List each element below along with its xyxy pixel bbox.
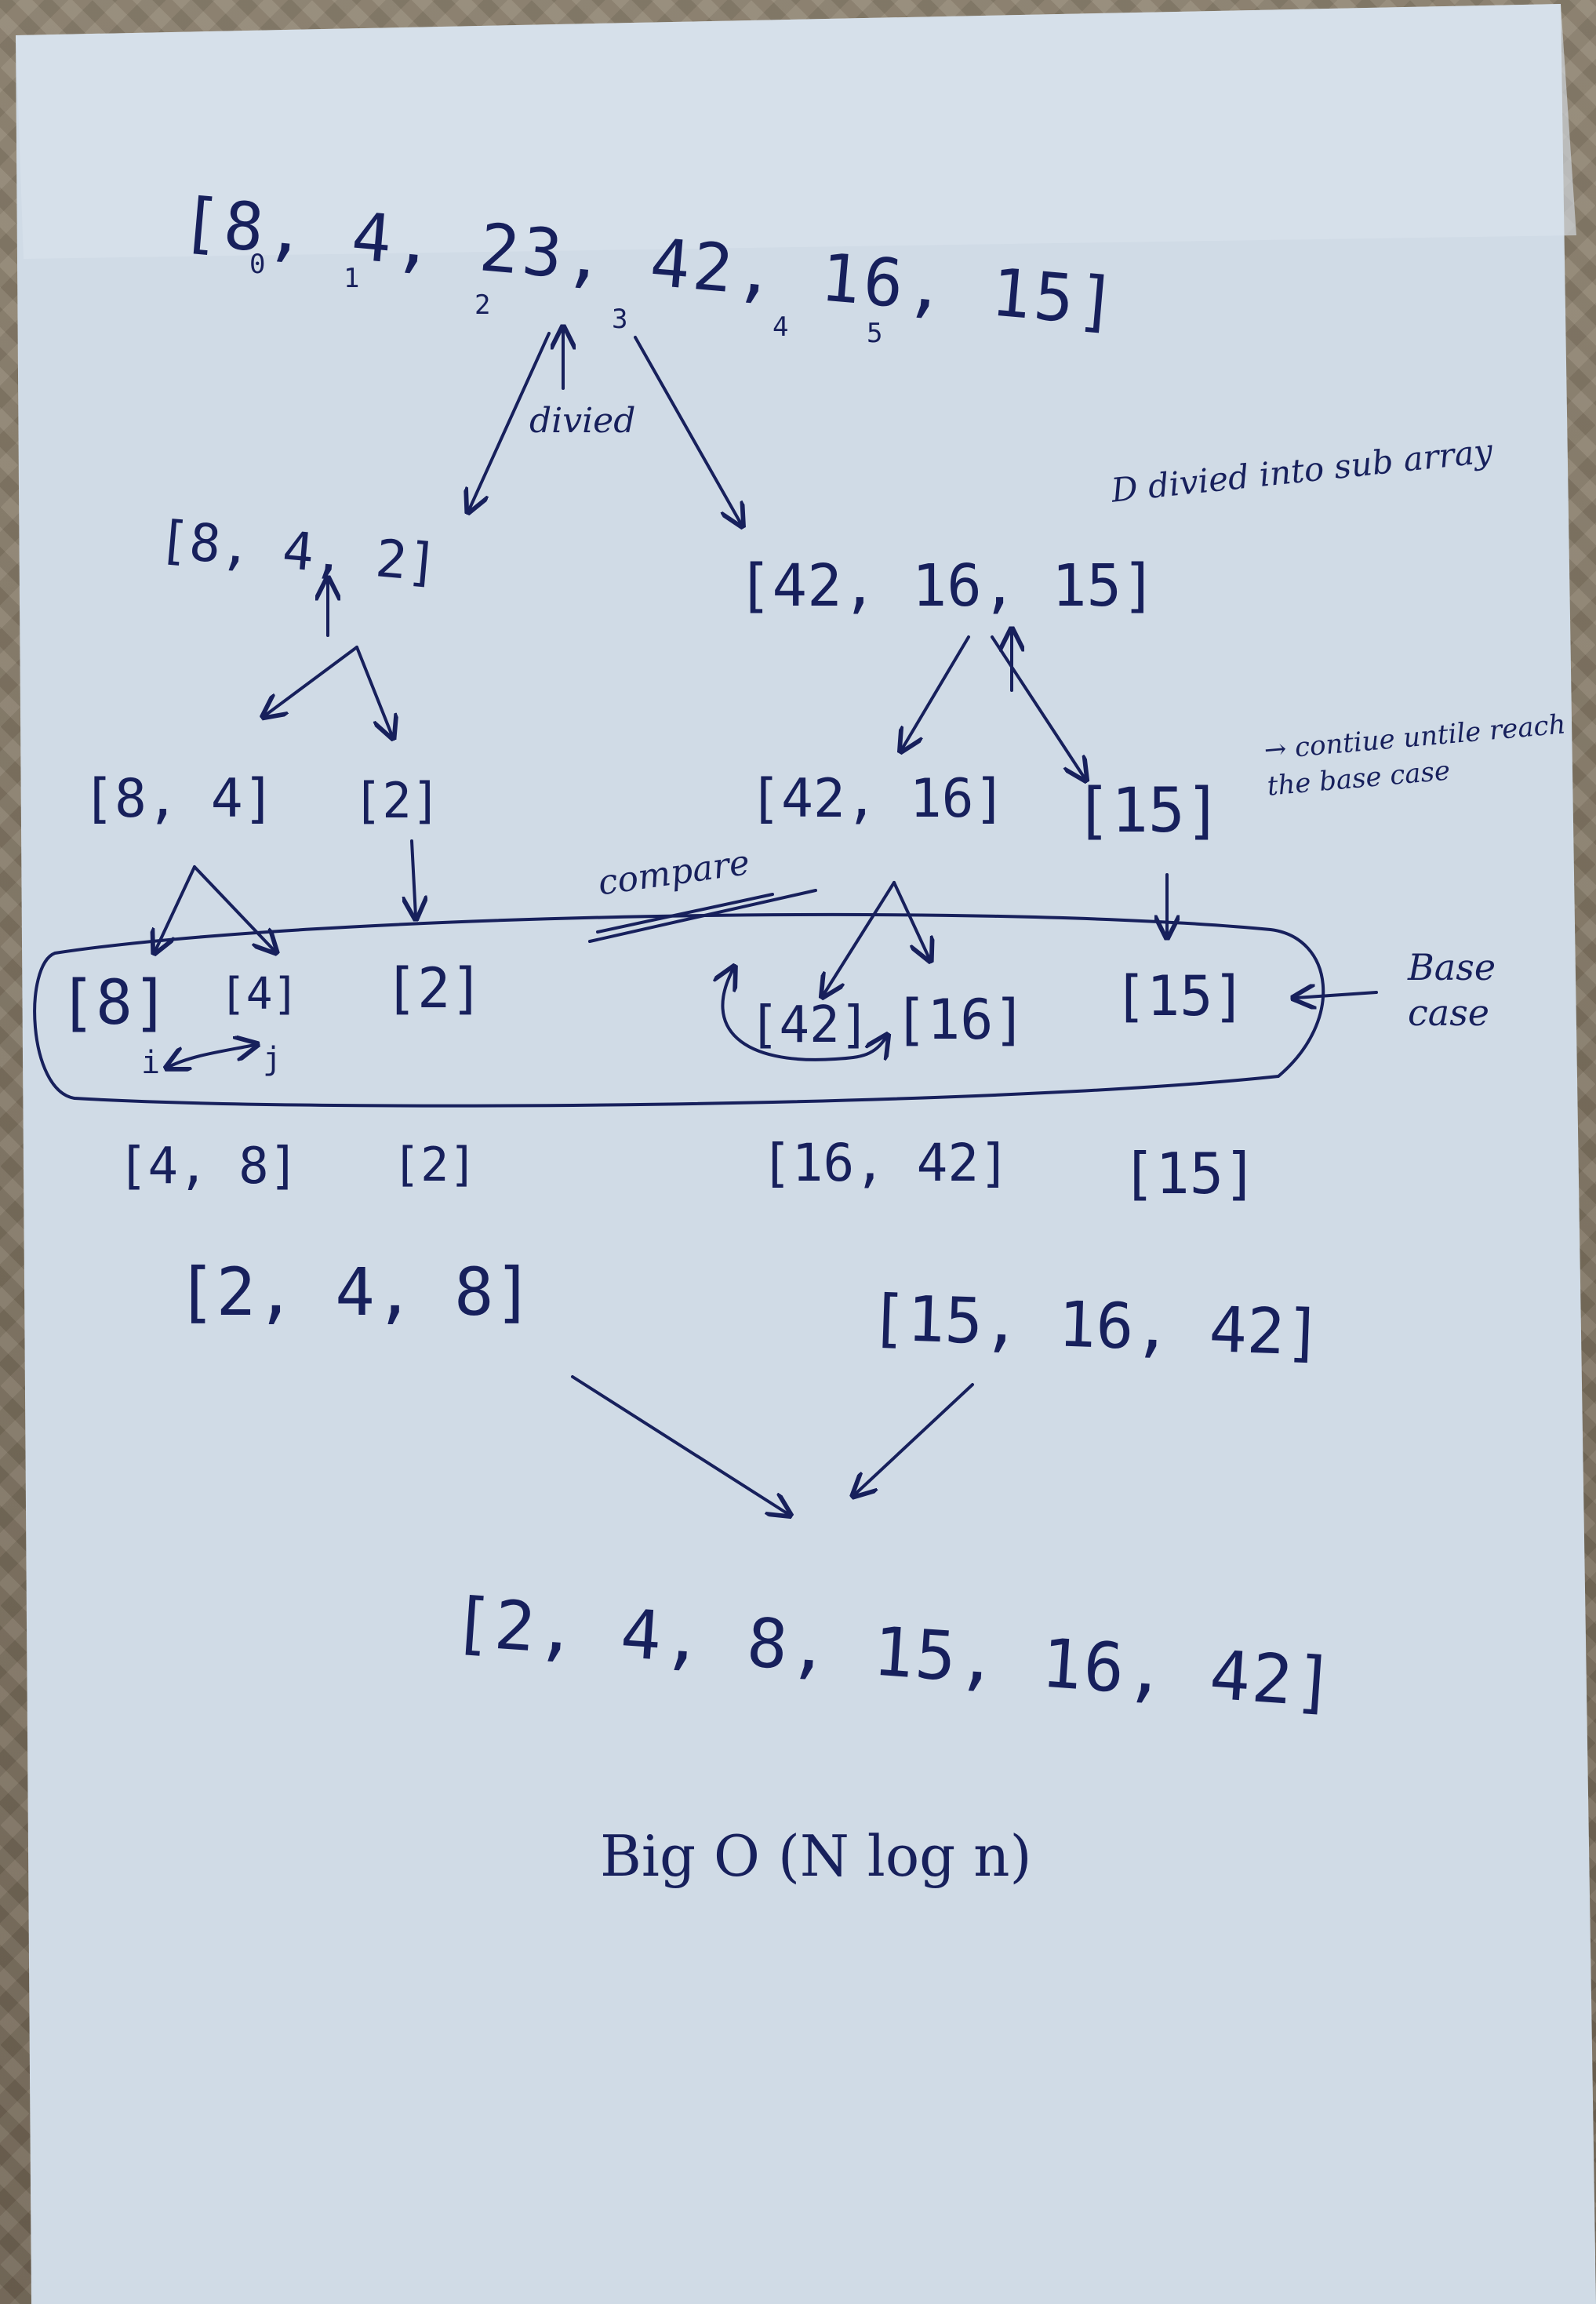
merged-4-8: [4, 8] bbox=[118, 1137, 300, 1196]
subarray-8-4: [8, 4] bbox=[82, 768, 275, 830]
swap-arrow-42-16 bbox=[722, 969, 886, 1061]
arrow-left-to-2 bbox=[355, 646, 392, 736]
swap-arrow-8-4 bbox=[169, 1045, 255, 1067]
subarray-42-16: [42, 16] bbox=[749, 768, 1006, 830]
arrow-4216-to-42 bbox=[823, 881, 896, 995]
merged-15-16-42: [15, 16, 42] bbox=[867, 1281, 1324, 1370]
base-15: [15] bbox=[1114, 964, 1246, 1028]
subarray-15: [15] bbox=[1074, 776, 1222, 846]
arrow-4216-to-16 bbox=[893, 881, 929, 959]
arrow-root-to-right bbox=[634, 336, 741, 524]
base-8: [8] bbox=[59, 968, 169, 1039]
index-5: 5 bbox=[867, 318, 883, 349]
pointer-i: i bbox=[141, 1045, 161, 1081]
merged-2-4-8: [2, 4, 8] bbox=[176, 1254, 534, 1330]
arrow-left-to-84 bbox=[265, 646, 358, 715]
complexity-label: Big O (N log n) bbox=[600, 1823, 1032, 1889]
divide-label: divied bbox=[529, 401, 636, 441]
right-subarray: [42, 16, 15] bbox=[737, 552, 1157, 620]
index-1: 1 bbox=[344, 263, 360, 294]
arrow-2-down bbox=[412, 839, 416, 916]
index-3: 3 bbox=[612, 304, 628, 335]
arrow-84-to-8 bbox=[155, 865, 196, 951]
pointer-j: j bbox=[263, 1041, 282, 1077]
base-2: [2] bbox=[384, 956, 484, 1021]
base-case-boundary bbox=[33, 912, 1325, 1108]
arrow-84-to-4 bbox=[193, 865, 274, 951]
merged-15: [15] bbox=[1122, 1141, 1258, 1207]
arrow-root-to-left bbox=[469, 332, 551, 510]
base-4: [4] bbox=[220, 969, 300, 1020]
merged-2: [2] bbox=[392, 1137, 478, 1192]
base-16: [16] bbox=[894, 988, 1027, 1052]
arrow-merge-left bbox=[571, 1375, 788, 1514]
arrow-right-to-15 bbox=[991, 635, 1085, 778]
merged-16-42: [16, 42] bbox=[761, 1133, 1010, 1193]
base-case-note: Base case bbox=[1408, 946, 1496, 1034]
index-4: 4 bbox=[773, 311, 789, 343]
index-2: 2 bbox=[474, 289, 491, 321]
arrow-merge-right bbox=[855, 1383, 974, 1494]
arrow-base-case-pointer bbox=[1296, 992, 1378, 998]
index-0: 0 bbox=[249, 249, 266, 280]
base-42: [42] bbox=[749, 996, 871, 1054]
arrow-right-to-4216 bbox=[902, 635, 970, 749]
subarray-2: [2] bbox=[353, 772, 441, 829]
